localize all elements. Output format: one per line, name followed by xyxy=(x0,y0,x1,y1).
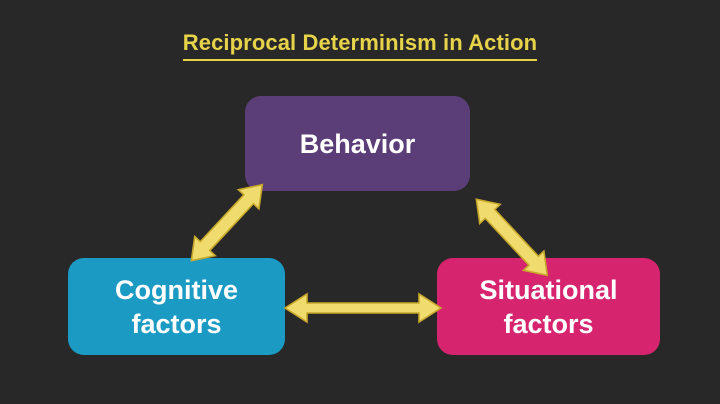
node-cognitive-factors-label: Cognitive factors xyxy=(114,274,238,339)
page-title: Reciprocal Determinism in Action xyxy=(182,30,538,61)
connector-cognitive-situational xyxy=(283,292,443,324)
node-situational-factors[interactable]: Situational factors xyxy=(437,258,660,355)
title-container: Reciprocal Determinism in Action xyxy=(0,30,720,61)
node-cognitive-factors[interactable]: Cognitive factors xyxy=(68,258,285,355)
node-behavior-label: Behavior xyxy=(299,128,416,159)
connector-behavior-situational xyxy=(475,198,549,277)
node-behavior[interactable]: Behavior xyxy=(245,96,470,191)
connector-cognitive-behavior xyxy=(190,183,264,262)
node-situational-factors-label: Situational factors xyxy=(479,274,618,339)
